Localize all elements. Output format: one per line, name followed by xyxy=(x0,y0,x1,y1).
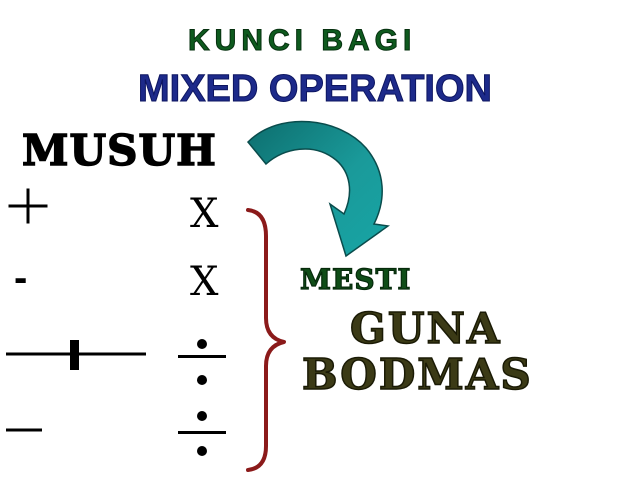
plus-icon xyxy=(8,188,48,224)
label-musuh: MUSUH xyxy=(21,126,217,175)
times-symbol-1: X xyxy=(190,191,219,237)
right-brace-icon xyxy=(246,208,286,472)
divide-icon xyxy=(178,411,226,456)
title-mixed-operation: MIXED OPERATION xyxy=(138,68,493,110)
label-bodmas: BODMAS xyxy=(301,350,533,399)
label-guna: GUNA xyxy=(349,304,502,353)
times-symbol-2: X xyxy=(190,259,219,305)
title-kunci-bagi: KUNCI BAGI xyxy=(187,24,417,57)
curved-arrow-icon xyxy=(246,120,390,258)
minus-symbol-text: - xyxy=(14,256,28,300)
line-with-bar-icon xyxy=(6,340,146,370)
divide-icon xyxy=(178,339,226,385)
label-mesti: MESTI xyxy=(299,263,412,296)
